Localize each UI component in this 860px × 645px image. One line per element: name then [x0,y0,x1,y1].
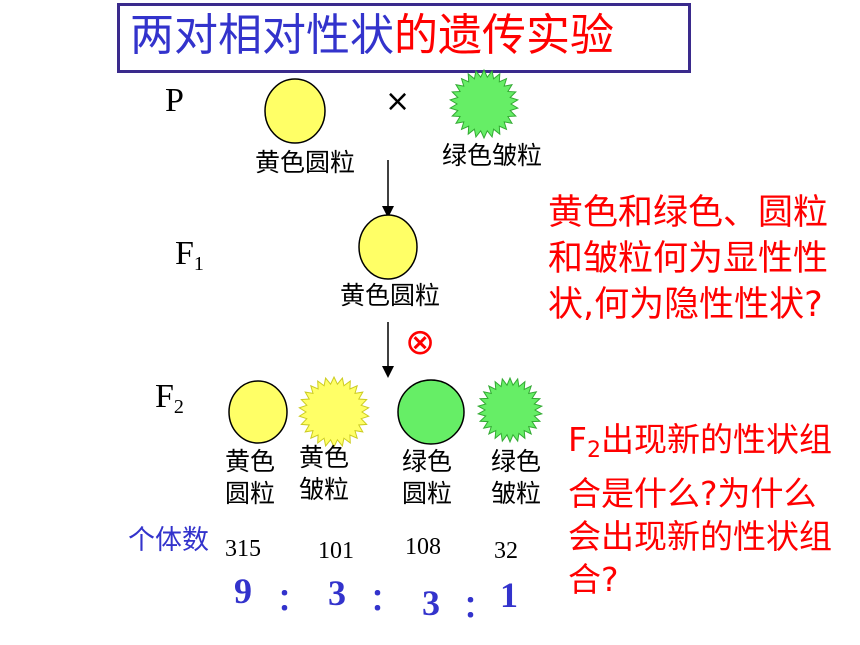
f2-base: F [155,378,174,415]
f2-count-2: 101 [318,538,354,564]
f2-count-3: 108 [405,534,441,560]
cross-symbol: × [385,84,411,119]
f1-subscript: 1 [193,253,204,275]
f2-type-2-label: 黄色皱粒 [298,443,349,504]
question-dominant-recessive: 黄色和绿色、圆粒和皱粒何为显性性状,何为隐性性状? [548,193,829,325]
pea-yellow-round-f1 [358,214,418,280]
generation-f2-label: F2 [155,378,184,419]
f2-count-1: 315 [225,536,261,562]
pea-yellow-wrinkled-f2 [298,375,370,449]
f2-type-4-label: 绿色皱粒 [490,447,541,508]
title-part2: 的遗传实验 [394,10,614,61]
ratio-colon-3: ： [463,590,493,625]
ratio-colon-1: ： [277,583,307,618]
f2-ratio-1: 9 [234,571,252,611]
pea-yellow-round-f2 [228,380,288,444]
pea-yellow-round-p [264,78,326,144]
f2-ratio-4: 1 [500,575,518,615]
p-left-label: 黄色圆粒 [255,148,356,177]
self-cross-symbol: ⊗ [405,322,436,363]
f2-ratio-3: 3 [422,583,440,623]
title-part1: 两对相对性状 [130,10,394,61]
page-title: 两对相对性状的遗传实验 [130,10,614,62]
pea-green-wrinkled-f2 [476,376,544,444]
f1-base: F [175,235,194,272]
p-right-label: 绿色皱粒 [442,141,543,170]
generation-p-label: P [165,82,184,119]
f2-type-1-label: 黄色圆粒 [224,447,275,508]
generation-f1-label: F1 [175,235,204,276]
question-new-combinations: F2出现新的性状组合是什么?为什么会出现新的性状组合? [568,420,832,599]
pea-green-round-f2 [397,379,465,445]
f2-count-4: 32 [494,538,518,564]
individual-count-label: 个体数 [128,525,209,556]
ratio-colon-2: ： [370,583,400,618]
pea-green-wrinkled-p [448,68,520,140]
f1-label: 黄色圆粒 [340,281,441,310]
f2-subscript: 2 [173,396,184,418]
f2-type-3-label: 绿色圆粒 [401,447,452,508]
title-frame [117,3,691,73]
f2-ratio-2: 3 [328,573,346,613]
